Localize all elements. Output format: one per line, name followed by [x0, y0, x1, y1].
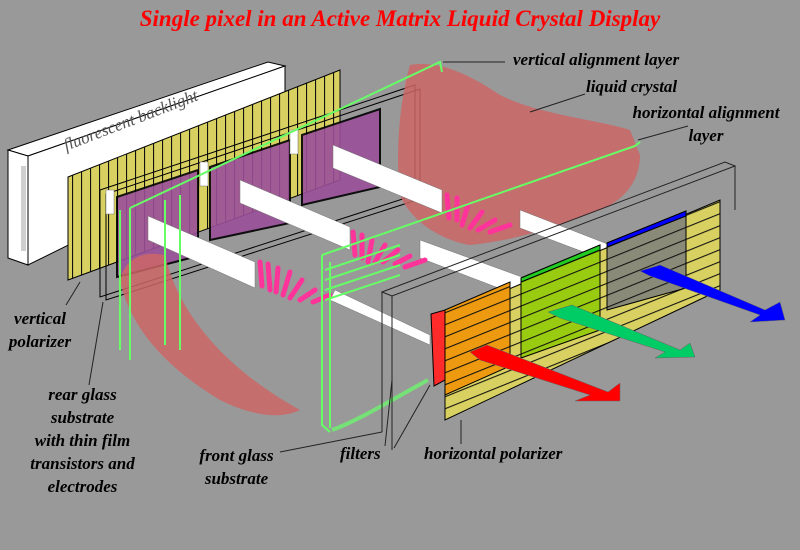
label-vertical-polarizer: vertical polarizer	[0, 307, 80, 353]
label-line: front glass	[199, 446, 274, 465]
label-line: substrate	[204, 469, 269, 488]
label-line: horizontal alignment	[632, 103, 780, 122]
label-liquid-crystal: liquid crystal	[586, 77, 678, 96]
label-line: with thin film	[34, 431, 131, 450]
arrow-red	[469, 344, 621, 402]
label-line: substrate	[50, 408, 115, 427]
arrow-blue	[639, 264, 786, 323]
label-front-glass-substrate: front glass substrate	[194, 444, 279, 490]
label-rear-glass-substrate: rear glass substrate with thin film tran…	[25, 383, 140, 498]
front-glass-substrate	[380, 161, 737, 450]
label-line: polarizer	[8, 332, 72, 351]
label-line: transistors and	[30, 454, 135, 473]
label-horizontal-polarizer: horizontal polarizer	[424, 444, 563, 463]
label-filters: filters	[340, 444, 381, 463]
output-arrows	[469, 264, 786, 402]
label-line: layer	[688, 126, 724, 145]
color-filters	[430, 210, 687, 396]
label-line: rear glass	[48, 385, 117, 404]
label-vertical-alignment-layer: vertical alignment layer	[513, 50, 680, 69]
label-line: electrodes	[47, 477, 118, 496]
filter-red	[430, 309, 446, 387]
leader-lines	[65, 61, 689, 453]
label-line: vertical	[14, 309, 66, 328]
alignment-layers	[119, 60, 641, 433]
label-horizontal-alignment-layer: horizontal alignment layer	[626, 101, 786, 147]
diagram-title: Single pixel in an Active Matrix Liquid …	[139, 6, 661, 31]
arrow-green	[547, 304, 696, 359]
